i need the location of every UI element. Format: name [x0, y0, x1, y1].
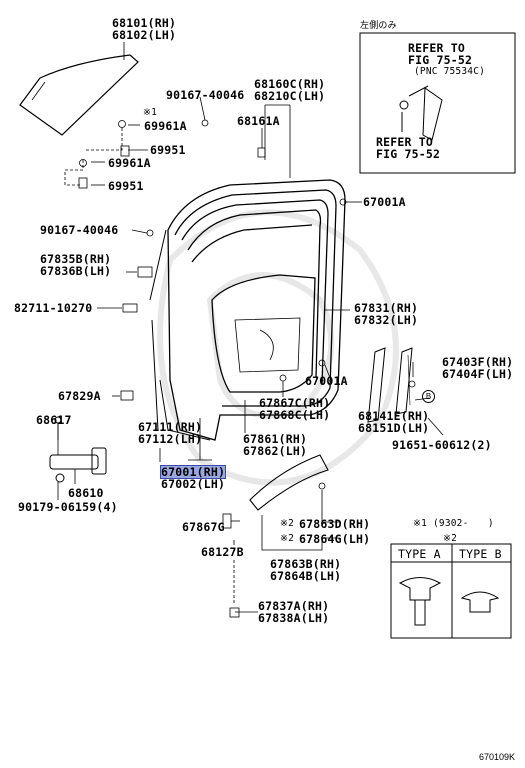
part-label-67836b[interactable]: 67836B(LH) [40, 264, 112, 278]
part-label-68101[interactable]: 68101(RH) [112, 16, 177, 30]
inset-refer2-line1: REFER TO [376, 135, 433, 149]
part-label-68610[interactable]: 68610 [68, 486, 104, 500]
legend-type-b: TYPE B [459, 547, 502, 561]
part-label-68161a[interactable]: 68161A [237, 114, 280, 128]
note-2-mark-b: ※2 [280, 533, 295, 544]
window-glass [19, 54, 139, 136]
leader-lines [57, 42, 444, 613]
part-label-82711[interactable]: 82711-10270 [14, 301, 93, 315]
part-label-67863d[interactable]: 67863D(RH) [299, 517, 371, 531]
part-label-67112[interactable]: 67112(LH) [138, 432, 203, 446]
legend-type-a: TYPE A [398, 547, 441, 561]
inset-refer2-line2: FIG 75-52 [376, 147, 441, 161]
note-2-mark-a: ※2 [280, 518, 295, 529]
door-lower [149, 229, 211, 441]
part-label-67861[interactable]: 67861(RH) [243, 432, 308, 446]
note-1-mark: ※1 [143, 107, 158, 118]
inset-refer1-line2: FIG 75-52 [408, 53, 473, 67]
fasteners [78, 119, 416, 618]
part-label-69961a-b[interactable]: 69961A [108, 156, 151, 170]
part-label-68141e[interactable]: 68141E(RH) [358, 409, 430, 423]
part-label-68210c[interactable]: 68210C(LH) [254, 89, 326, 103]
part-label-67868c[interactable]: 67868C(LH) [259, 408, 331, 422]
part-label-67835b[interactable]: 67835B(RH) [40, 252, 112, 266]
part-label-67864g[interactable]: 67864G(LH) [299, 532, 371, 546]
inset-refer1-line3: (PNC 75534C) [414, 66, 486, 77]
watermark-logo [157, 209, 399, 486]
part-label-67864b[interactable]: 67864B(LH) [270, 569, 342, 583]
part-label-68151d[interactable]: 68151D(LH) [358, 421, 430, 435]
part-label-67837a[interactable]: 67837A(RH) [258, 599, 330, 613]
part-label-68160c[interactable]: 68160C(RH) [254, 77, 326, 91]
part-label-68617[interactable]: 68617 [36, 413, 72, 427]
part-label-67111[interactable]: 67111(RH) [138, 420, 203, 434]
part-label-67001-highlighted[interactable]: 67001(RH) [159, 465, 227, 479]
part-label-68102[interactable]: 68102(LH) [112, 28, 177, 42]
part-label-90179[interactable]: 90179-06159(4) [18, 500, 118, 514]
part-label-90167-b[interactable]: 90167-40046 [40, 223, 119, 237]
inset-header: 左側のみ [360, 21, 397, 31]
legend-note-2: ※2 [443, 533, 458, 544]
hinge-parts [49, 416, 107, 483]
part-label-67002[interactable]: 67002(LH) [161, 477, 226, 491]
inset-refer1-line1: REFER TO [408, 41, 465, 55]
catalog-number: 670109K [478, 752, 515, 762]
part-label-67863b[interactable]: 67863B(RH) [270, 557, 342, 571]
inset-box [359, 32, 516, 174]
part-label-68127b[interactable]: 68127B [201, 545, 244, 559]
part-label-67867c[interactable]: 67867C(RH) [259, 396, 331, 410]
part-label-67867g[interactable]: 67867G [182, 520, 225, 534]
part-label-69951-a[interactable]: 69951 [150, 143, 186, 157]
part-label-67001a-mid[interactable]: 67001A [305, 374, 348, 388]
legend-note-1: ※1 (9302- ) [413, 518, 494, 529]
part-label-69951-b[interactable]: 69951 [108, 179, 144, 193]
part-label-67403f[interactable]: 67403F(RH) [442, 355, 514, 369]
part-label-67404f[interactable]: 67404F(LH) [442, 367, 514, 381]
weatherstrip-lower [249, 454, 329, 511]
part-label-90167-a[interactable]: 90167-40046 [166, 88, 245, 102]
part-label-67829a[interactable]: 67829A [58, 389, 101, 403]
part-label-69961a-top[interactable]: 69961A [144, 119, 187, 133]
clip-type-legend [390, 543, 512, 639]
part-label-67838a[interactable]: 67838A(LH) [258, 611, 330, 625]
b-marker: B [422, 390, 435, 403]
door-frame [167, 179, 346, 441]
part-label-67862[interactable]: 67862(LH) [243, 444, 308, 458]
part-label-67832[interactable]: 67832(LH) [354, 313, 419, 327]
part-label-91651[interactable]: 91651-60612(2) [392, 438, 492, 452]
part-label-67001a-right[interactable]: 67001A [363, 195, 406, 209]
molding-strips [367, 347, 413, 423]
part-label-67831[interactable]: 67831(RH) [354, 301, 419, 315]
